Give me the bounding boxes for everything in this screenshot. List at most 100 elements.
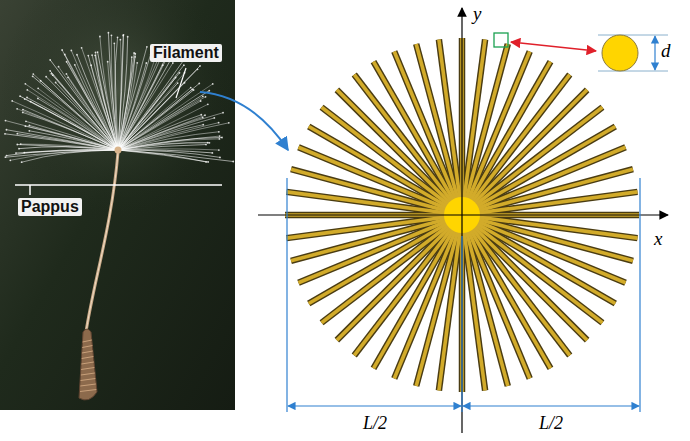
pappus-filament (5, 150, 118, 157)
filament-tip (6, 155, 8, 157)
axis-label: y (473, 3, 481, 25)
filament-tip (131, 56, 133, 58)
pappus-filament (100, 36, 118, 150)
filament-tip (190, 87, 192, 89)
filament-tip (87, 55, 89, 57)
filament-tip (15, 152, 17, 154)
filament-tip (21, 161, 23, 163)
filament-tip (91, 54, 93, 56)
dimension-extension (461, 236, 462, 412)
pappus-filament (118, 137, 222, 150)
filament-tip (20, 143, 22, 145)
filament-rod-outline (462, 215, 633, 261)
filament-rod (462, 215, 637, 238)
filament-leader (176, 68, 186, 98)
filament-rod-outline (291, 169, 462, 215)
filament-tip (204, 114, 206, 116)
dimension-arrow (288, 405, 461, 406)
pappus-filament (118, 132, 219, 150)
filament-tip (134, 56, 136, 58)
filament-tip (205, 161, 207, 163)
dimension-extension (639, 178, 640, 412)
filament-tip (4, 133, 6, 135)
filament-tip (90, 64, 92, 66)
filament-section (602, 35, 638, 71)
filament-tip (49, 59, 51, 61)
filament-rod (462, 62, 551, 215)
filament-rod (309, 127, 462, 216)
filament-tip (6, 129, 8, 131)
seed-ridge (80, 384, 96, 386)
filament-rod-outline (416, 215, 462, 386)
filament-tip (30, 101, 32, 103)
filament-rod (462, 44, 508, 215)
seed-ridge (82, 346, 92, 348)
filament-rod (291, 169, 462, 215)
filament-tip (123, 34, 125, 36)
filament-tip (19, 95, 21, 97)
filament-tip (197, 68, 199, 70)
pappus-filament (71, 50, 118, 150)
pappus-filament (12, 101, 118, 150)
dimension-label: L/2 (537, 413, 565, 434)
pappus-filament (111, 35, 118, 150)
filament-tip (18, 148, 20, 150)
filament-tip (119, 39, 121, 41)
filament-tip (22, 112, 24, 114)
pappus-filament (25, 84, 118, 150)
filament-tip (64, 54, 66, 56)
filament-tip (74, 64, 76, 66)
filament-tip (213, 117, 215, 119)
filament-rod (439, 215, 462, 390)
filament-tip (23, 152, 25, 154)
filament-tip (200, 114, 202, 116)
pappus-filament (7, 149, 118, 155)
filament-tip (219, 157, 221, 159)
pappus-filament (16, 150, 118, 153)
filament-tip (24, 83, 26, 85)
seed-ridge (82, 351, 93, 353)
filament-tip (193, 89, 195, 91)
filament-tip (40, 80, 42, 82)
pappus-leader (29, 185, 31, 195)
pappus-filament (118, 83, 199, 150)
filament-tip (108, 32, 110, 34)
filament-tip (61, 49, 63, 51)
filament-tip (51, 73, 53, 75)
filament-tip (26, 89, 28, 91)
filament-tip (45, 76, 47, 78)
filament-tip (136, 62, 138, 64)
filament-tip (94, 54, 96, 56)
pappus-filament (118, 66, 200, 150)
filament-tip (198, 83, 200, 85)
filament-tip (22, 109, 24, 111)
filament-tip (219, 135, 221, 137)
part-label: Pappus (18, 198, 82, 216)
seed-ridges (80, 340, 96, 392)
filament-rod (462, 215, 633, 261)
filament-tip (175, 77, 177, 79)
filament-rod (287, 192, 462, 215)
pappus-filament (118, 150, 206, 162)
filament-tip (28, 130, 30, 132)
pappus-filament (118, 57, 156, 150)
filament-tip (16, 144, 18, 146)
filament-rod (462, 40, 485, 215)
filament-tip (24, 98, 26, 100)
filament-tip (58, 66, 60, 68)
filament-tip (81, 47, 83, 49)
axis-label: x (654, 228, 662, 250)
seed-ridge (81, 373, 95, 375)
zoom-arrow (200, 92, 288, 150)
pappus-filament (118, 150, 208, 162)
filament-tip (25, 120, 27, 122)
y-axis (461, 8, 462, 433)
pappus-filament (118, 84, 213, 150)
detail-box (494, 33, 508, 47)
dimension-label: L/2 (361, 413, 389, 434)
pappus-filament (118, 113, 223, 150)
diameter-guide (598, 71, 668, 72)
filament-rod (291, 215, 462, 261)
